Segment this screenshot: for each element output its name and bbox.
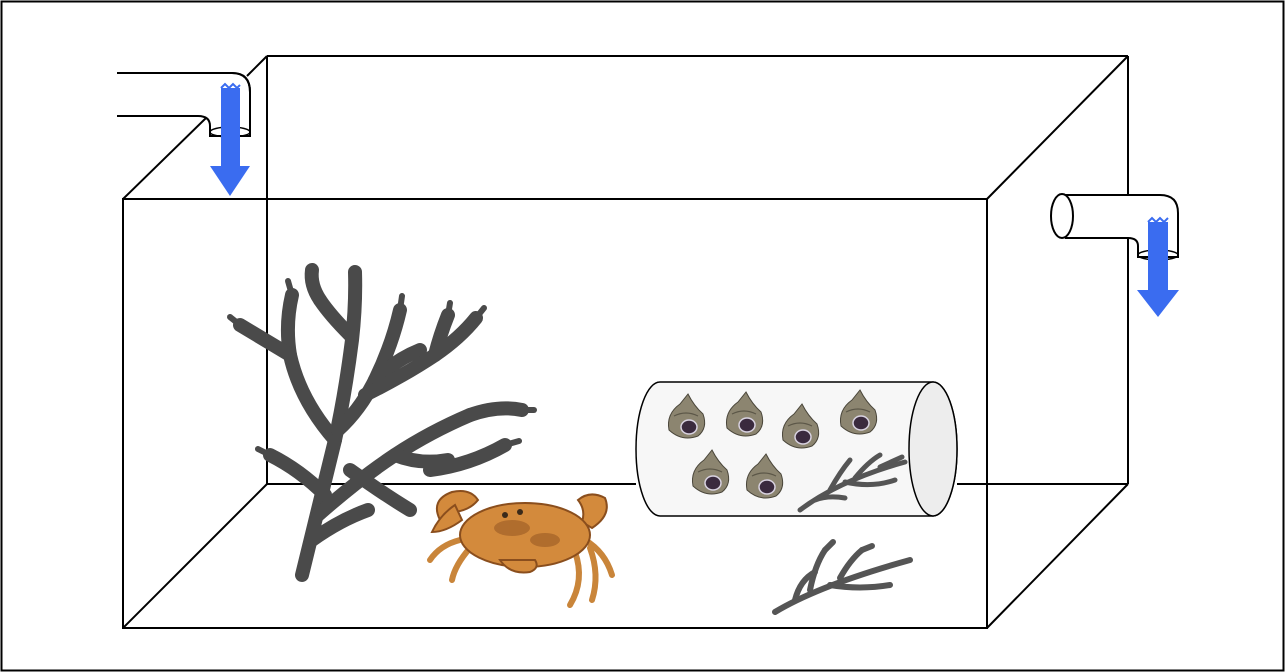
down-arrow-icon <box>1148 222 1168 292</box>
down-arrow-icon <box>221 88 240 168</box>
tube-opening <box>909 382 957 516</box>
